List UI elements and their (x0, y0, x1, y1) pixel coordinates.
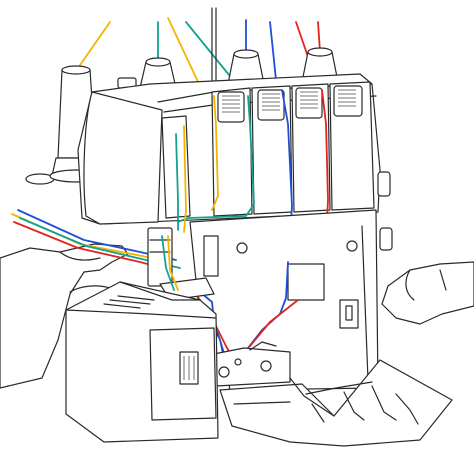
tension-dial-3 (291, 83, 331, 213)
red-thread-top (317, 21, 321, 53)
machine-bed (65, 281, 219, 443)
thread-stand-pole (211, 7, 217, 81)
tension-dial-4 (329, 81, 375, 211)
looper-assembly (213, 341, 291, 387)
tension-dial-2 (251, 85, 293, 215)
tension-dial-1 (211, 87, 253, 217)
tension-dials (211, 81, 375, 217)
side-knobs (377, 171, 393, 251)
looper-cover-open (219, 359, 453, 447)
right-hand (381, 261, 474, 325)
yellow-thread-top (77, 21, 111, 69)
left-hand (0, 243, 129, 389)
front-opening (161, 115, 191, 219)
